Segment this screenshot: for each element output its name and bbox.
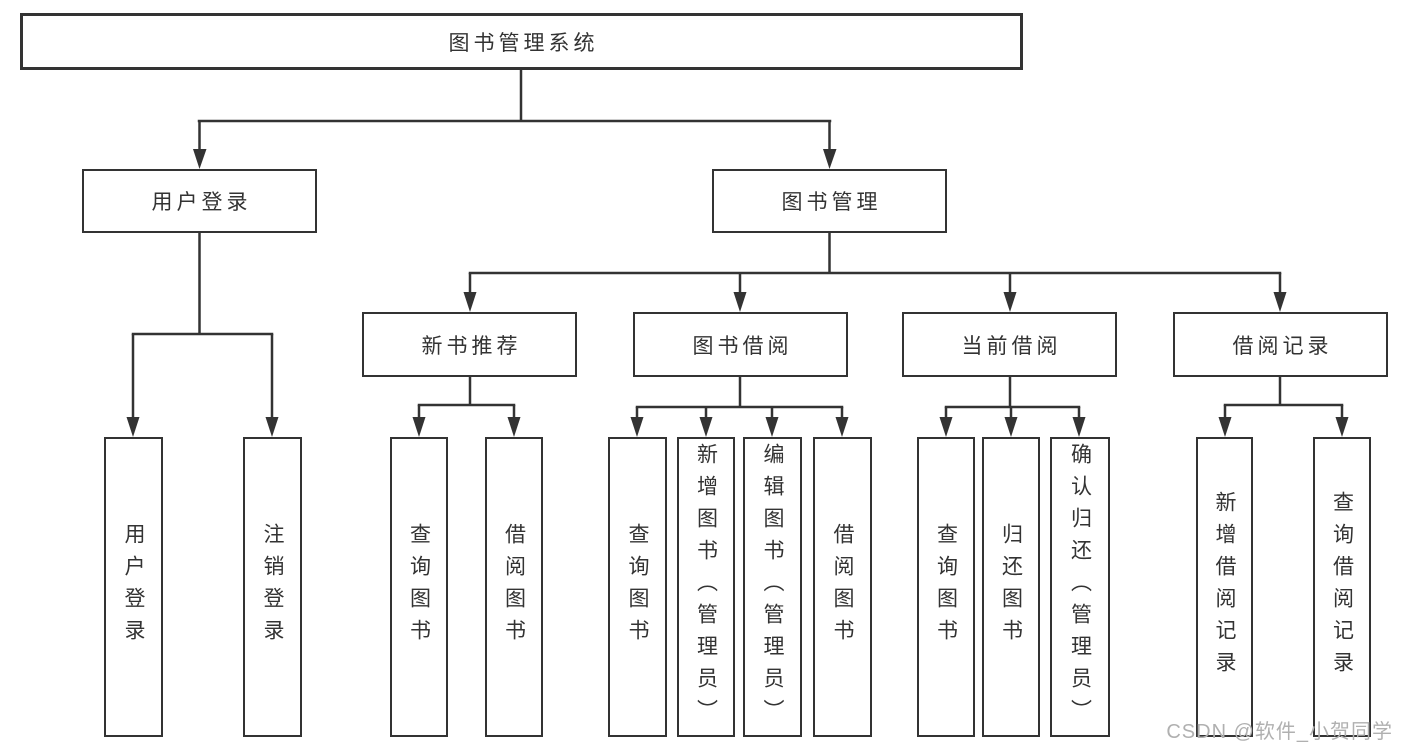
leaf-borrow-books: 借阅图书 [813, 437, 872, 737]
leaf-borrow-books-recommend-label: 借阅图书 [502, 523, 526, 651]
leaf-borrow-books-label: 借阅图书 [831, 523, 854, 651]
leaf-borrow-books-recommend: 借阅图书 [485, 437, 543, 737]
leaf-add-books-admin-label: 新增图书（管理员） [694, 443, 718, 731]
leaf-query-books-borrow: 查询图书 [608, 437, 667, 737]
node-book-borrow: 图书借阅 [633, 312, 848, 377]
node-book-management-label: 图书管理 [781, 191, 882, 214]
node-book-borrow-label: 图书借阅 [692, 334, 793, 358]
leaf-logout-label: 注销登录 [261, 523, 284, 651]
node-new-book-recommend: 新书推荐 [362, 312, 577, 377]
leaf-user-login: 用户登录 [104, 437, 163, 737]
leaf-query-books-recommend: 查询图书 [390, 437, 448, 737]
leaf-query-books-recommend-label: 查询图书 [407, 523, 431, 651]
leaf-query-books-current-label: 查询图书 [934, 523, 958, 651]
leaf-confirm-return-admin-label: 确认归还（管理员） [1068, 443, 1092, 731]
leaf-user-login-label: 用户登录 [122, 523, 145, 651]
leaf-query-borrow-record-label: 查询借阅记录 [1330, 491, 1354, 683]
node-new-book-recommend-label: 新书推荐 [421, 334, 522, 358]
node-borrow-records: 借阅记录 [1173, 312, 1388, 377]
node-book-management: 图书管理 [712, 169, 947, 233]
node-library-system: 图书管理系统 [20, 13, 1023, 70]
node-current-borrow-label: 当前借阅 [961, 334, 1062, 358]
leaf-logout: 注销登录 [243, 437, 302, 737]
node-borrow-records-label: 借阅记录 [1232, 334, 1333, 358]
leaf-return-books-label: 归还图书 [999, 523, 1023, 651]
csdn-watermark: CSDN @软件_小贺同学 [1166, 721, 1393, 743]
leaf-query-books-current: 查询图书 [917, 437, 975, 737]
node-library-system-label: 图书管理系统 [448, 31, 599, 55]
leaf-query-books-borrow-label: 查询图书 [626, 523, 649, 651]
node-current-borrow: 当前借阅 [902, 312, 1117, 377]
leaf-add-books-admin: 新增图书（管理员） [677, 437, 735, 737]
leaf-confirm-return-admin: 确认归还（管理员） [1050, 437, 1110, 737]
node-user-login-label: 用户登录 [151, 191, 252, 214]
leaf-query-borrow-record: 查询借阅记录 [1313, 437, 1371, 737]
leaf-edit-books-admin: 编辑图书（管理员） [743, 437, 802, 737]
leaf-return-books: 归还图书 [982, 437, 1040, 737]
leaf-add-borrow-record: 新增借阅记录 [1196, 437, 1253, 737]
leaf-add-borrow-record-label: 新增借阅记录 [1213, 491, 1236, 683]
leaf-edit-books-admin-label: 编辑图书（管理员） [761, 443, 784, 731]
node-user-login: 用户登录 [82, 169, 317, 233]
